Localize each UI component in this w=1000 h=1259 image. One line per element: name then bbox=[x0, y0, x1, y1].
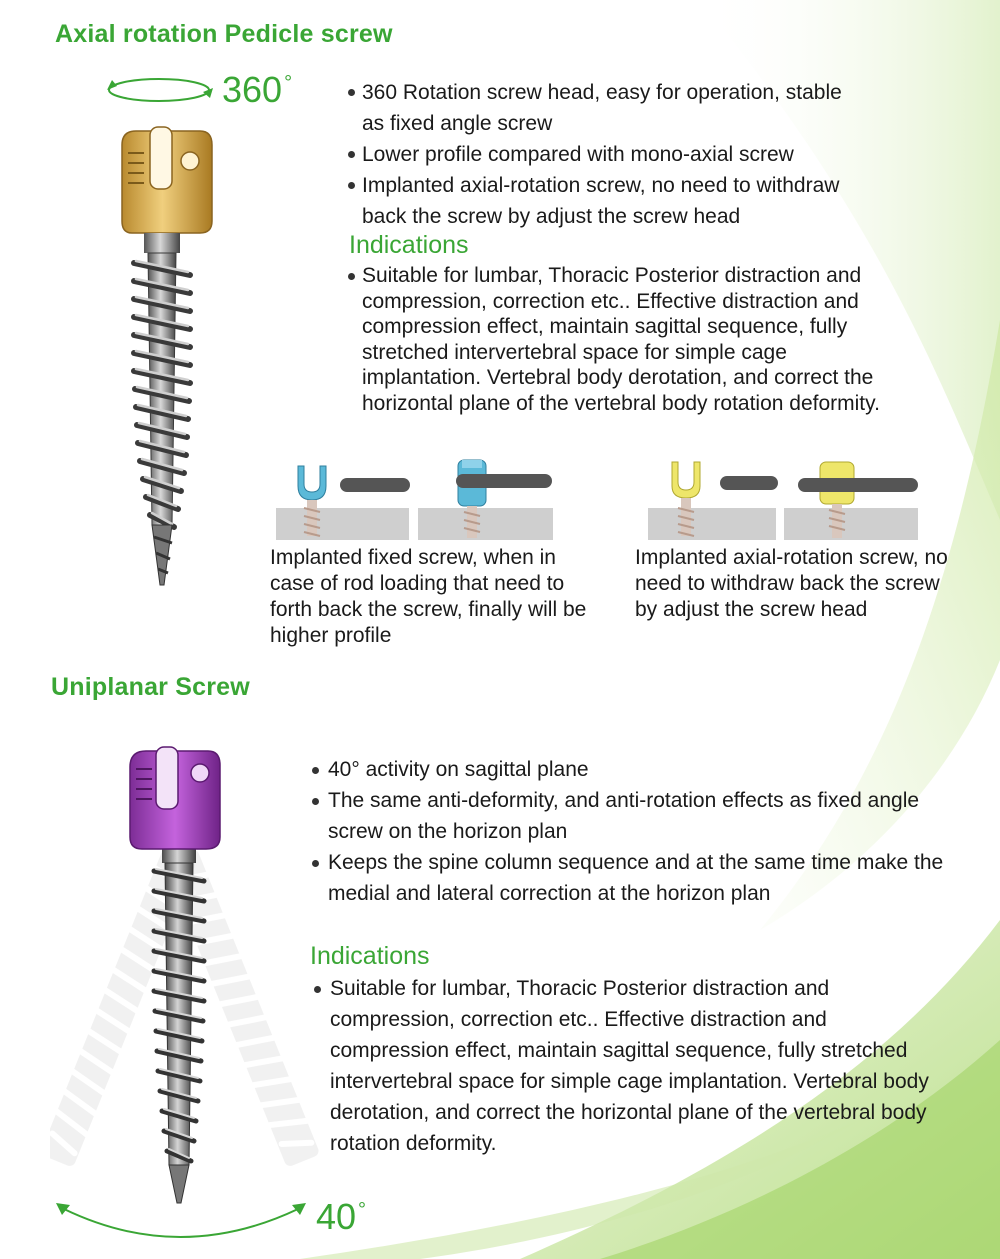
uniplanar-features-list: 40° activity on sagittal plane The same … bbox=[310, 754, 980, 909]
indications-list-1: Suitable for lumbar, Thoracic Posterior … bbox=[346, 263, 906, 416]
feature-item: The same anti-deformity, and anti-rotati… bbox=[310, 785, 980, 847]
indications-text-2: Suitable for lumbar, Thoracic Posterior … bbox=[312, 973, 932, 1159]
feature-item: Implanted axial-rotation screw, no need … bbox=[346, 170, 906, 232]
caption-fixed-screw: Implanted fixed screw, when in case of r… bbox=[270, 546, 587, 647]
degree-symbol: ° bbox=[284, 72, 293, 94]
feature-item: Lower profile compared with mono-axial s… bbox=[346, 139, 906, 170]
fixed-screw-diagram bbox=[276, 459, 553, 540]
caption-axial-screw: Implanted axial-rotation screw, no need … bbox=[635, 546, 948, 621]
angle-degree-label: 40° bbox=[316, 1196, 366, 1238]
rotation-degree-label: 360° bbox=[222, 69, 292, 111]
indications-heading-2: Indications bbox=[310, 942, 430, 970]
rotation-arrow-icon bbox=[107, 78, 213, 102]
rotation-value: 360 bbox=[222, 69, 283, 110]
uniplanar-screw-image bbox=[50, 746, 319, 1204]
axial-rotation-screw-image bbox=[121, 126, 213, 586]
indications-list-2: Suitable for lumbar, Thoracic Posterior … bbox=[312, 973, 932, 1159]
angle-arc-icon bbox=[56, 1203, 306, 1238]
degree-symbol: ° bbox=[358, 1199, 367, 1221]
indications-text-1: Suitable for lumbar, Thoracic Posterior … bbox=[346, 263, 906, 416]
indications-heading-1: Indications bbox=[349, 231, 469, 259]
axial-features-list: 360 Rotation screw head, easy for operat… bbox=[346, 77, 906, 232]
angle-value: 40 bbox=[316, 1196, 357, 1237]
feature-item: 40° activity on sagittal plane bbox=[310, 754, 980, 785]
feature-item: Keeps the spine column sequence and at t… bbox=[310, 847, 980, 909]
feature-item: 360 Rotation screw head, easy for operat… bbox=[346, 77, 906, 139]
section-title-axial: Axial rotation Pedicle screw bbox=[55, 20, 393, 48]
section-title-uniplanar: Uniplanar Screw bbox=[51, 673, 250, 701]
axial-screw-diagram bbox=[648, 461, 918, 540]
